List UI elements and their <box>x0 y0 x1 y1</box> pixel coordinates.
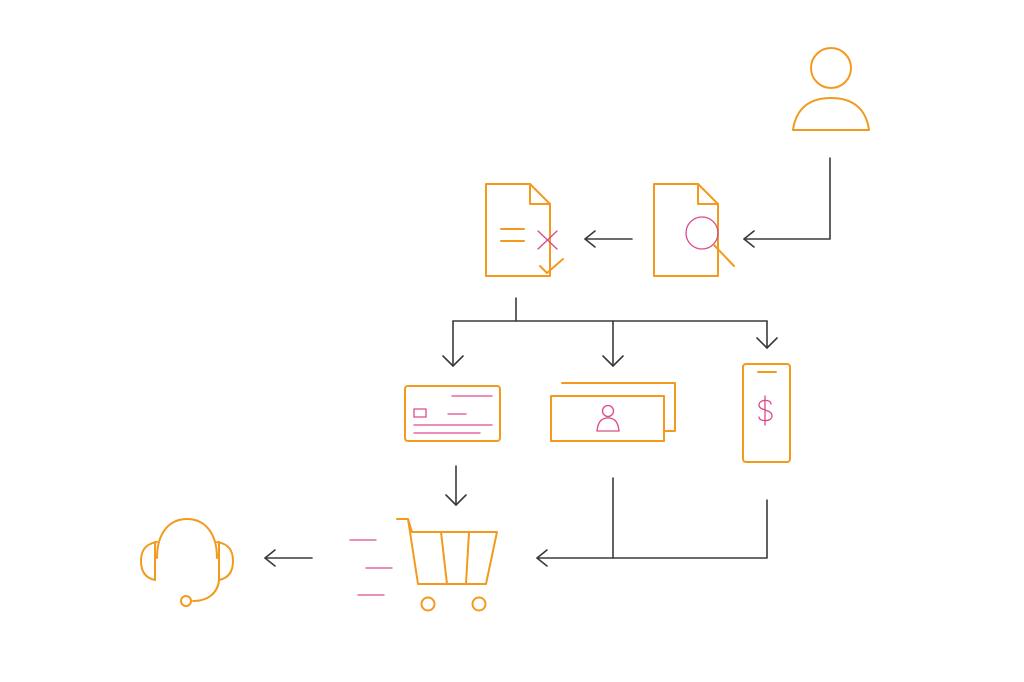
headset-icon <box>140 518 234 607</box>
mobile-dollar-icon <box>742 363 791 463</box>
shopping-cart-icon <box>396 518 498 612</box>
speed-lines-icon <box>349 539 393 596</box>
id-card-icon <box>550 382 676 442</box>
edge-card-to-cart <box>445 465 467 506</box>
connectors <box>264 157 831 567</box>
edge-id-mobile-to-cart <box>536 477 768 567</box>
edge-review-to-approval <box>584 230 633 248</box>
document-magnifier-icon <box>653 183 735 277</box>
credit-card-icon <box>404 385 501 442</box>
document-check-icon <box>485 183 564 277</box>
user-icon <box>792 47 870 131</box>
edge-approval-branches <box>442 297 778 367</box>
edge-cart-to-support <box>264 549 313 567</box>
edge-customer-to-review <box>743 157 831 248</box>
